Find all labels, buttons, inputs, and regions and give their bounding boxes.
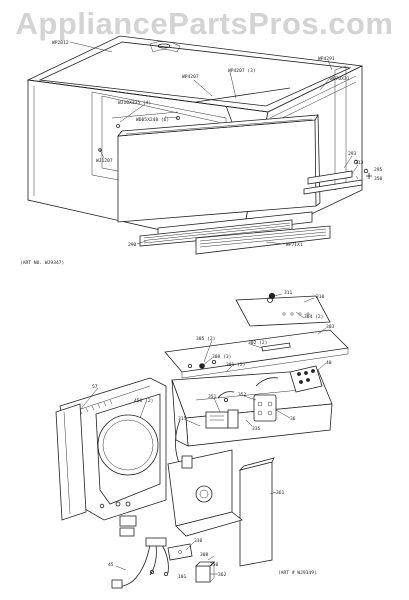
motor-mount [167, 449, 243, 537]
side-cover-panel [238, 457, 275, 567]
label-305-2: 305 (2) [196, 336, 215, 342]
label-40: 40 [326, 360, 332, 366]
label-315: 315 [178, 416, 187, 422]
small-hardware [115, 359, 228, 577]
label-351: 351 [208, 394, 217, 400]
watermark: AppliancePartsPros.com [15, 6, 394, 41]
label-36: 36 [290, 416, 296, 422]
lower-exploded-diagram: 311 310 303 304 (2) 305 (2) 302 (2) 308 … [55, 290, 349, 589]
junction-box [195, 561, 215, 583]
lower-leader-lines [79, 293, 327, 575]
label-350: 350 [210, 562, 219, 568]
label-330: 330 [194, 538, 203, 544]
label-313: 313 [355, 160, 364, 166]
label-wp4207-3: WP4207 (3) [228, 68, 256, 74]
lower-art-number: (ART # WJ9349) [278, 570, 317, 576]
label-362: 362 [218, 572, 227, 578]
label-wp70x31: WP70X31 [330, 76, 350, 82]
upper-art-number: (ART NO. WJ9347) [20, 260, 64, 266]
label-45: 45 [108, 562, 114, 568]
label-wj10x335-4: WJ10X335 (4) [118, 100, 151, 106]
label-293: 293 [348, 151, 357, 157]
label-301-2: 301 (2) [226, 362, 245, 368]
label-335: 335 [252, 426, 261, 432]
label-352: 352 [238, 392, 247, 398]
label-361: 361 [276, 490, 285, 496]
terminal-block [289, 365, 323, 393]
label-311: 311 [284, 290, 293, 296]
label-304-2: 304 (2) [304, 314, 323, 320]
capacitor [253, 394, 277, 422]
label-57: 57 [92, 384, 98, 390]
label-303: 303 [326, 324, 335, 330]
fan-shroud [59, 377, 167, 521]
side-trim-strip [303, 159, 372, 195]
selector-switch [205, 409, 239, 429]
label-350: 350 [374, 176, 383, 182]
label-wp4291: WP4291 [318, 56, 335, 62]
base-grille [139, 211, 331, 255]
control-plate [235, 292, 331, 327]
label-wd05x248-6: WD05X248 (6) [136, 117, 169, 123]
label-310: 310 [316, 294, 325, 300]
cord-clamp [167, 543, 193, 561]
front-panel [117, 114, 321, 223]
side-bracket [55, 403, 87, 521]
label-295: 295 [374, 167, 383, 173]
label-101: 101 [178, 574, 187, 580]
label-wp4207: WP4207 [182, 74, 199, 80]
label-308-3: 308 (3) [212, 354, 231, 360]
top-cover-panel [164, 329, 349, 379]
upper-leader-lines [69, 41, 359, 245]
label-wp2012: WP2012 [52, 40, 69, 46]
label-458-2: 458 (2) [134, 398, 153, 404]
label-308: 308 [200, 552, 209, 558]
label-wp71x1: WP71X1 [286, 242, 303, 248]
power-cord [111, 537, 169, 589]
label-wj1207: WJ1207 [96, 158, 113, 164]
label-290: 290 [128, 242, 137, 248]
upper-exploded-diagram: WP2012 WP4207 WP4207 (3) WP4291 WP70X31 … [20, 35, 383, 266]
label-302-2: 302 (2) [248, 340, 267, 346]
